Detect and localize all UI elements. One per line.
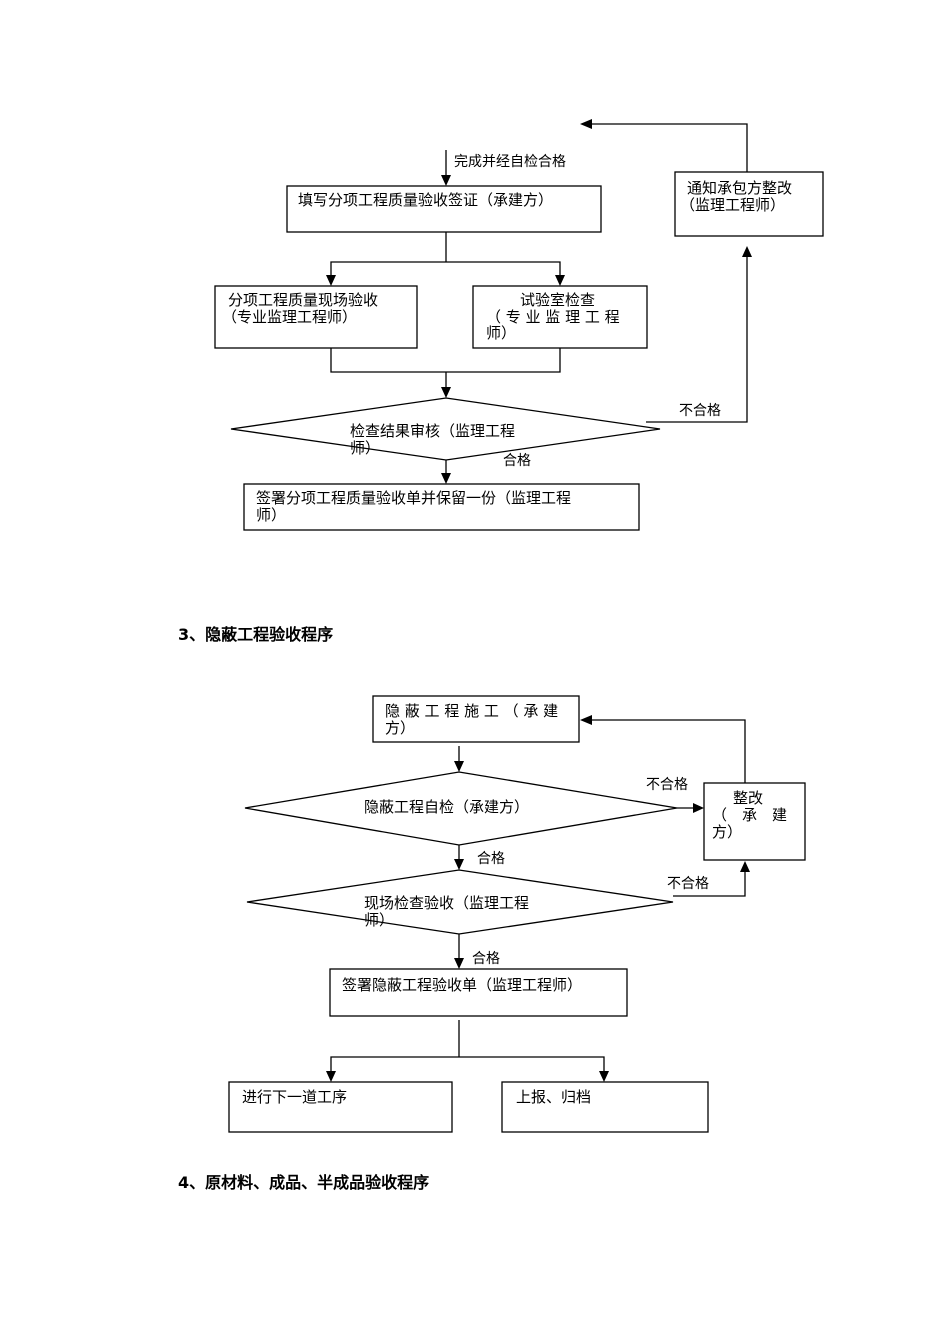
fail-label: 不合格 <box>679 403 721 419</box>
site-inspection-line1: 现场检查验收（监理工程 <box>364 894 529 912</box>
arrow-head <box>693 803 704 813</box>
arrow-head <box>580 119 592 129</box>
concealed-construction-box <box>372 695 580 743</box>
construction-line2: 方） <box>385 719 415 737</box>
notify-text-line2: （监理工程师） <box>680 196 785 214</box>
rectify-box <box>703 782 806 861</box>
arrow-head <box>454 761 464 772</box>
sign-line1: 签署分项工程质量验收单并保留一份（监理工程 <box>256 489 571 507</box>
arrow-head <box>599 1071 609 1082</box>
notify-text-line1: 通知承包方整改 <box>687 179 792 197</box>
section-4-heading: 4、原材料、成品、半成品验收程序 <box>178 1173 429 1192</box>
arrow-head <box>441 387 451 398</box>
arrow-head <box>742 246 752 257</box>
site-acceptance-box <box>214 285 418 349</box>
sign-acceptance-box <box>243 483 640 531</box>
arrow-head <box>441 473 451 484</box>
rectify-line2: （ 承 建 <box>712 806 787 824</box>
fail-label-1: 不合格 <box>646 777 688 793</box>
review-line1: 检查结果审核（监理工程 <box>350 422 515 440</box>
split-connector <box>330 261 561 278</box>
rectify-line1: 整改 <box>733 789 763 807</box>
arrow-head <box>441 175 451 186</box>
sign-line2: 师） <box>256 506 286 524</box>
arrow-head <box>454 958 464 969</box>
flowchart-concealed-work: 隐 蔽 工 程 施 工 （ 承 建 方） 隐蔽工程自检（承建方） 不合格 整改 … <box>228 695 806 1133</box>
site-acceptance-line1: 分项工程质量现场验收 <box>228 291 378 309</box>
lab-check-line1: 试验室检查 <box>520 291 595 309</box>
review-line2: 师） <box>350 439 380 457</box>
arrow-head <box>740 861 750 872</box>
merge-connector <box>330 348 561 373</box>
site-inspection-line2: 师） <box>364 911 394 929</box>
next-step-box <box>228 1081 453 1133</box>
arrow-head <box>326 275 336 286</box>
report-archive-box <box>501 1081 709 1133</box>
notify-contractor-box <box>674 171 824 237</box>
self-check-text: 隐蔽工程自检（承建方） <box>364 798 529 816</box>
arrow-head <box>555 275 565 286</box>
construction-line1: 隐 蔽 工 程 施 工 （ 承 建 <box>385 702 558 720</box>
arrow-head <box>326 1071 336 1082</box>
entry-label: 完成并经自检合格 <box>454 154 566 170</box>
arrow-head <box>454 859 464 870</box>
next-step-text: 进行下一道工序 <box>242 1088 347 1106</box>
pass-label: 合格 <box>503 453 531 469</box>
pass-label-2: 合格 <box>472 951 500 967</box>
return-connector <box>590 719 746 783</box>
lab-check-line3: 师） <box>486 324 516 342</box>
rectify-line3: 方） <box>712 823 742 841</box>
pass-label-1: 合格 <box>477 851 505 867</box>
split-connector <box>330 1056 605 1074</box>
site-acceptance-line2: （专业监理工程师） <box>222 308 357 326</box>
sign-concealed-text: 签署隐蔽工程验收单（监理工程师） <box>342 976 582 994</box>
fill-form-text: 填写分项工程质量验收签证（承建方） <box>298 191 553 209</box>
section-3-heading: 3、隐蔽工程验收程序 <box>178 625 333 644</box>
lab-check-line2: （ 专 业 监 理 工 程 <box>486 308 620 326</box>
report-archive-text: 上报、归档 <box>516 1088 591 1106</box>
flowchart-subitem-acceptance: 完成并经自检合格 填写分项工程质量验收签证（承建方） 通知承包方整改 （监理工程… <box>214 119 824 531</box>
fail-connector <box>646 254 748 423</box>
fail-label-2: 不合格 <box>667 876 709 892</box>
sign-concealed-box <box>329 968 628 1017</box>
arrow-head <box>580 715 592 725</box>
fail-connector <box>673 870 746 897</box>
fill-form-box <box>286 185 602 233</box>
